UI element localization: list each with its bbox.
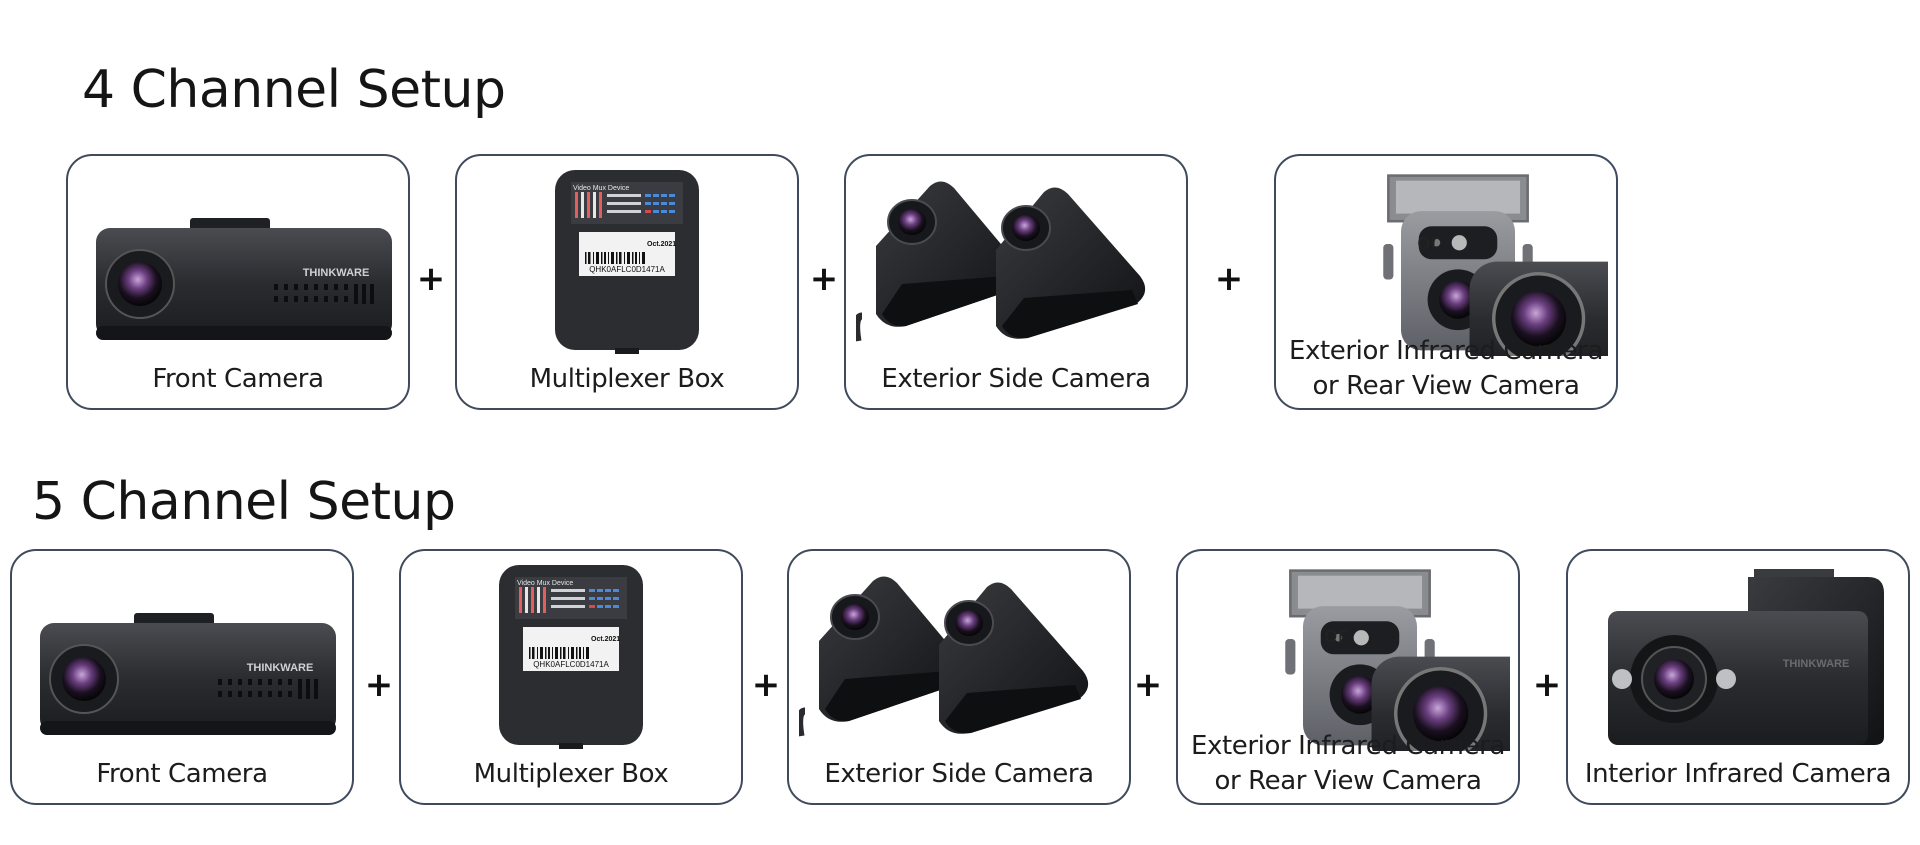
mux-header-text: Video Mux Device [573, 185, 629, 192]
or-text: or [1417, 230, 1440, 255]
item-label-line: or Rear View Camera [1214, 766, 1482, 796]
item-label: Interior Infrared Camera [1584, 759, 1892, 789]
item-label: Exterior Infrared Camera or Rear View Ca… [1278, 334, 1614, 404]
multiplexer-box-icon: Video Mux Device Oct.2021 QHK0AFLC0D1471… [409, 561, 733, 751]
item-label: Exterior Side Camera [824, 759, 1094, 789]
mux-header-text: Video Mux Device [517, 580, 573, 587]
brand-logo-text: THINKWARE [247, 662, 314, 674]
infrared-or-rear-camera-icon [1186, 561, 1510, 751]
item-label: Front Camera [152, 364, 324, 394]
item-label-line: or Rear View Camera [1312, 371, 1580, 401]
front-dashcam-icon: THINKWARE [76, 166, 400, 356]
plus-separator: + [1532, 665, 1562, 705]
section-title-5-channel: 5 Channel Setup [32, 472, 456, 532]
mux-serial-text: QHK0AFLC0D1471A [533, 660, 609, 669]
brand-logo-text: THINKWARE [303, 267, 370, 279]
item-label: Multiplexer Box [473, 759, 669, 789]
plus-separator: + [1214, 259, 1244, 299]
item-label: Exterior Side Camera [881, 364, 1151, 394]
plus-separator: + [1133, 665, 1163, 705]
infrared-or-rear-camera-icon [1284, 166, 1608, 356]
exterior-side-camera-card: Exterior Side Camera [844, 154, 1188, 410]
plus-separator: + [809, 259, 839, 299]
plus-separator: + [751, 665, 781, 705]
item-label-line: Exterior Infrared Camera [1190, 731, 1506, 761]
front-dashcam-icon: THINKWARE [20, 561, 344, 751]
multiplexer-box-icon: Video Mux Device Oct.2021 QHK0AFLC0D1471… [465, 166, 789, 356]
infrared-or-rear-camera-card: or Exterior Infrared Camera or Rear View… [1274, 154, 1618, 410]
plus-separator: + [364, 665, 394, 705]
front-camera-card: THINKWARE Front Camera [66, 154, 410, 410]
interior-infrared-camera-card: THINKWARE Interior Infrared Camera [1566, 549, 1910, 805]
brand-logo-text: THINKWARE [1783, 658, 1850, 670]
item-label-line: Exterior Infrared Camera [1288, 336, 1604, 366]
mux-date-text: Oct.2021 [591, 636, 620, 643]
item-label: Front Camera [96, 759, 268, 789]
plus-separator: + [416, 259, 446, 299]
exterior-side-camera-card: Exterior Side Camera [787, 549, 1131, 805]
multiplexer-box-card: Video Mux Device Oct.2021 QHK0AFLC0D1471… [399, 549, 743, 805]
or-text: or [1324, 623, 1347, 648]
side-camera-icon [854, 166, 1178, 356]
mux-date-text: Oct.2021 [647, 241, 676, 248]
front-camera-card: THINKWARE Front Camera [10, 549, 354, 805]
item-label: Multiplexer Box [529, 364, 725, 394]
interior-infrared-camera-icon: THINKWARE [1576, 561, 1900, 751]
multiplexer-box-card: Video Mux Device Oct.2021 QHK0AFLC0D1471… [455, 154, 799, 410]
infrared-or-rear-camera-card: or Exterior Infrared Camera or Rear View… [1176, 549, 1520, 805]
item-label: Exterior Infrared Camera or Rear View Ca… [1180, 729, 1516, 799]
section-title-4-channel: 4 Channel Setup [82, 60, 506, 120]
mux-serial-text: QHK0AFLC0D1471A [589, 265, 665, 274]
side-camera-icon [797, 561, 1121, 751]
